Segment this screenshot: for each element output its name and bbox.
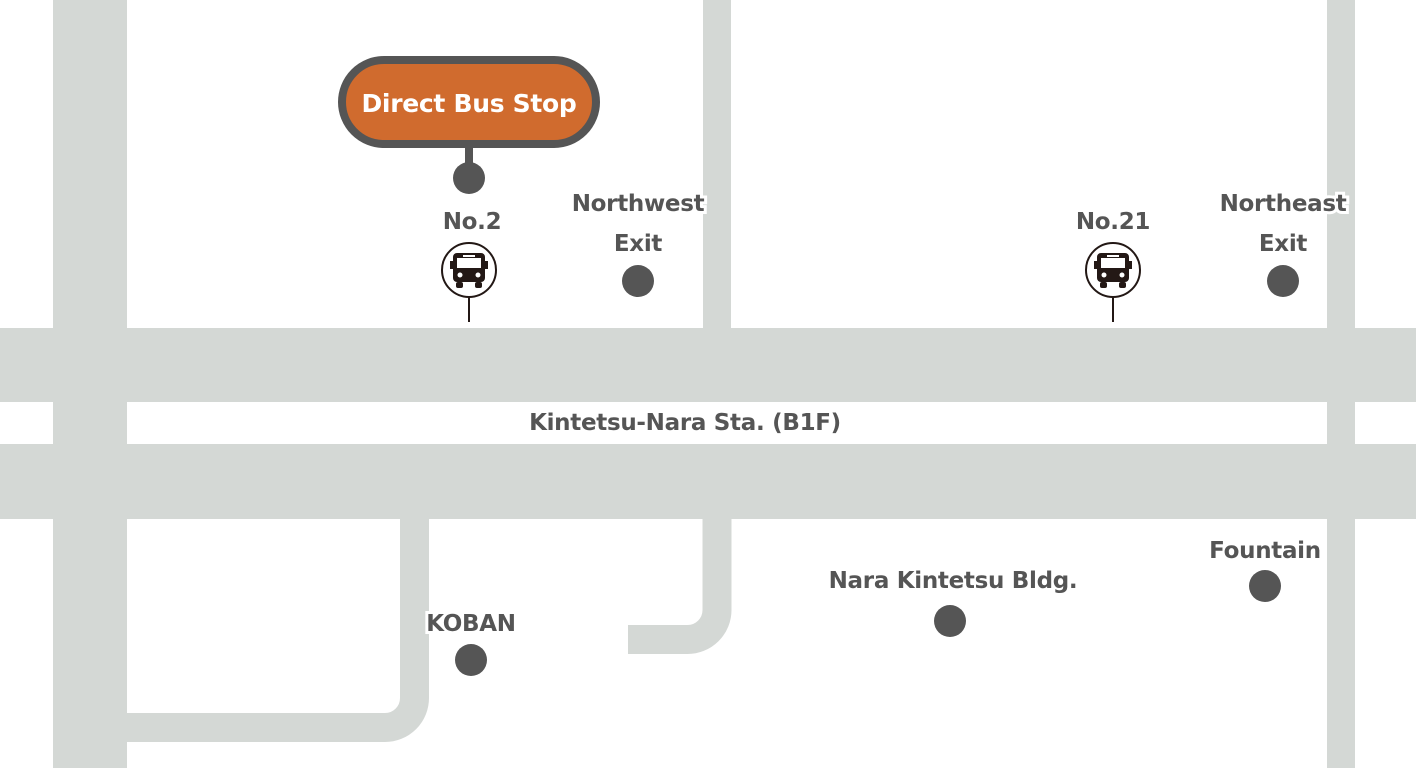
landmark-label: KOBAN [426,611,515,637]
location-dot [455,644,487,676]
bus-icon [441,242,497,298]
station-label: Kintetsu-Nara Sta. (B1F) [529,410,841,436]
landmark-label: Exit [1259,231,1308,257]
direct-bus-stop-label: Direct Bus Stop [361,89,576,118]
bus-stop-no2[interactable]: No.2 [440,206,505,322]
landmark-fountain[interactable]: Fountain [1206,535,1324,602]
landmark-label: Nara Kintetsu Bldg. [829,568,1078,594]
bus-stop-label: No.2 [443,209,502,235]
location-dot [934,605,966,637]
landmark-label: Northwest [572,191,705,217]
bus-stop-no21[interactable]: No.21 [1073,206,1153,322]
road-south-center-bend [628,515,732,654]
landmark-label: Fountain [1209,538,1321,564]
landmark-northeast-exit[interactable]: Northeast Exit [1217,188,1350,297]
location-dot [1267,265,1299,297]
road-north-band [0,328,1416,402]
road-south-band [0,444,1416,519]
landmark-koban[interactable]: KOBAN [423,608,519,676]
bus-stop-label: No.21 [1076,209,1150,235]
road-southwest-bend [125,515,429,742]
landmark-nara-kintetsu-bldg[interactable]: Nara Kintetsu Bldg. [826,565,1081,637]
location-dot [1249,570,1281,602]
road-center-north [703,0,731,330]
landmark-label: Exit [614,231,663,257]
callout-pin-dot [453,162,485,194]
landmark-northwest-exit[interactable]: Northwest Exit [569,188,708,297]
bus-icon [1085,242,1141,298]
landmark-label: Northeast [1220,191,1347,217]
direct-bus-stop-pill[interactable] [338,56,600,148]
location-dot [622,265,654,297]
direct-bus-stop-callout[interactable]: Direct Bus Stop [338,56,600,194]
